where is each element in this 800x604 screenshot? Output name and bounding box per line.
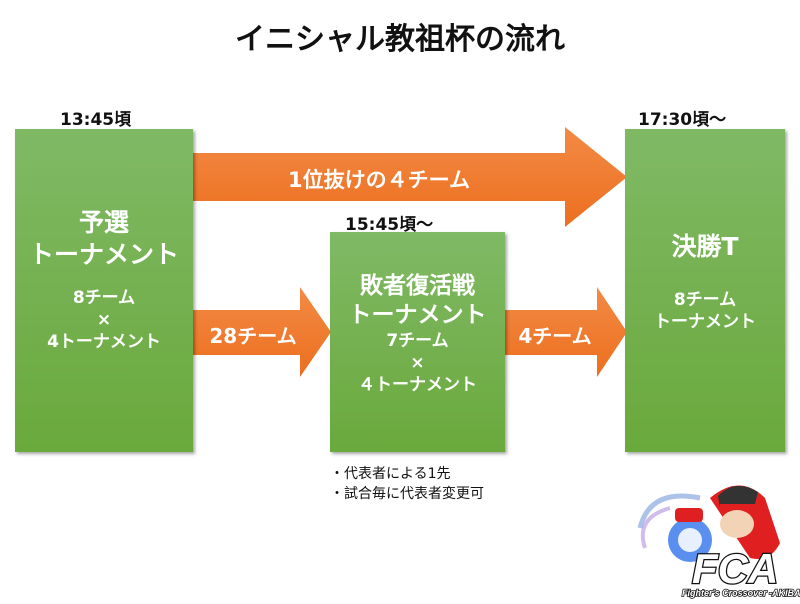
qualifier-name-1: 予選 [78, 208, 129, 237]
repechage-time: 15:45頃～ [345, 215, 434, 235]
note-1: ・代表者による1先 [330, 466, 451, 482]
qualifier-name-2: トーナメント [28, 240, 179, 269]
page-title: イニシャル教祖杯の流れ [235, 22, 565, 57]
qualifier-detail-3: 4トーナメント [47, 332, 161, 352]
repechage-name-2: トーナメント [348, 302, 487, 328]
repechage-detail-3: ４トーナメント [358, 375, 477, 395]
arrow-to-repechage-label: 28チーム [209, 324, 297, 348]
final-detail-2: トーナメント [654, 312, 756, 332]
final-box: 決勝T 8チーム トーナメント [625, 129, 785, 452]
qualifier-time: 13:45頃 [60, 110, 132, 130]
fca-logo: FCA Fighter's Crossover -AKIBA- [630, 468, 800, 600]
arrow-to-final [505, 287, 627, 377]
arrow-to-final-label: 4チーム [518, 324, 592, 348]
repechage-detail-1: 7チーム [386, 331, 449, 351]
final-name: 決勝T [671, 232, 739, 261]
repechage-detail-2: × [410, 353, 425, 373]
qualifier-box: 予選 トーナメント 8チーム × 4トーナメント [15, 129, 193, 452]
fca-logo-art: FCA Fighter's Crossover -AKIBA- [637, 485, 800, 599]
repechage-box: 敗者復活戦 トーナメント 7チーム × ４トーナメント [330, 232, 505, 452]
note-2: ・試合毎に代表者変更可 [330, 486, 484, 502]
arrow-top-label: 1位抜けの４チーム [288, 168, 470, 192]
arrow-to-repechage [193, 287, 331, 377]
final-time: 17:30頃～ [638, 110, 727, 130]
final-detail-1: 8チーム [673, 290, 737, 310]
notes: ・代表者による1先 ・試合毎に代表者変更可 [330, 464, 484, 504]
repechage-name-1: 敗者復活戦 [360, 273, 475, 299]
arrow-top [193, 127, 627, 227]
fca-logo-subtitle: Fighter's Crossover -AKIBA- [682, 588, 800, 598]
qualifier-detail-1: 8チーム [72, 288, 136, 308]
fca-logo-text: FCA [692, 545, 778, 592]
qualifier-detail-2: × [96, 310, 112, 330]
